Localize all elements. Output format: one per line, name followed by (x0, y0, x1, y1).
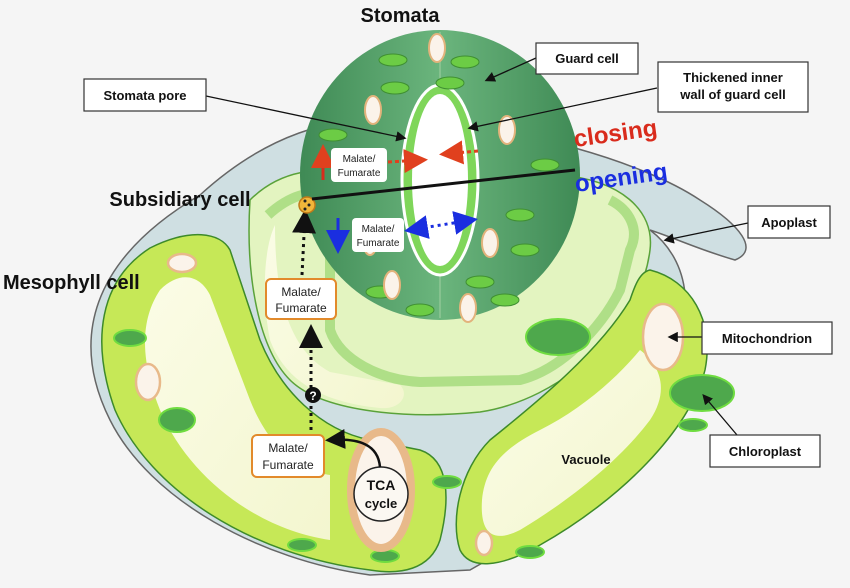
svg-text:Stomata pore: Stomata pore (103, 88, 186, 103)
page-title: Stomata (361, 5, 441, 27)
malate-fumarate-opening: Malate/ Fumarate (352, 218, 404, 252)
svg-text:Malate/: Malate/ (281, 285, 321, 299)
callout-chloroplast: Chloroplast (709, 434, 821, 468)
svg-text:Fumarate: Fumarate (338, 168, 381, 179)
svg-text:Fumarate: Fumarate (357, 238, 400, 249)
callout-stomata-pore: Stomata pore (83, 78, 207, 112)
malate-fumarate-subsidiary: Malate/ Fumarate (265, 278, 337, 320)
closing-opening-divider (311, 168, 576, 201)
closing-label: closing (572, 115, 659, 153)
closing-efflux-arrow-right (439, 140, 479, 165)
closing-efflux-arrow-left (387, 149, 428, 174)
svg-text:Guard cell: Guard cell (555, 51, 619, 66)
callout-apoplast: Apoplast (747, 205, 831, 239)
svg-text:Chloroplast: Chloroplast (729, 444, 802, 459)
svg-text:Fumarate: Fumarate (275, 301, 327, 315)
tca-line1: TCA (367, 477, 396, 493)
svg-text:Apoplast: Apoplast (761, 215, 817, 230)
transport-path-dotted-upper (292, 209, 317, 276)
vacuole-label: Vacuole (561, 452, 610, 467)
tca-line2: cycle (365, 496, 398, 511)
tca-cycle: TCA cycle (353, 466, 409, 522)
svg-text:Malate/: Malate/ (362, 224, 395, 235)
svg-text:?: ? (309, 389, 316, 403)
transporter-icon (298, 196, 316, 214)
mitochondrion-organelles (134, 252, 685, 557)
unknown-transporter-icon: ? (305, 387, 321, 403)
mesophyll-cell-label: Mesophyll cell (3, 272, 140, 294)
tca-to-malate-arrow (325, 429, 382, 468)
malate-fumarate-closing: Malate/ Fumarate (331, 148, 387, 182)
callout-thickened-wall: Thickened inner wall of guard cell (657, 61, 809, 113)
svg-text:Fumarate: Fumarate (262, 458, 314, 472)
chloroplast-organelles (113, 318, 735, 563)
svg-text:Malate/: Malate/ (268, 441, 308, 455)
callout-mitochondrion: Mitochondrion (701, 321, 833, 355)
malate-fumarate-mesophyll: Malate/ Fumarate (251, 434, 325, 478)
svg-text:Mitochondrion: Mitochondrion (722, 331, 812, 346)
svg-text:Malate/: Malate/ (343, 154, 376, 165)
svg-text:Thickened inner: Thickened inner (683, 70, 783, 85)
callout-guard-cell: Guard cell (535, 42, 639, 75)
subsidiary-cell-label: Subsidiary cell (109, 189, 250, 211)
svg-text:wall of guard cell: wall of guard cell (679, 87, 785, 102)
